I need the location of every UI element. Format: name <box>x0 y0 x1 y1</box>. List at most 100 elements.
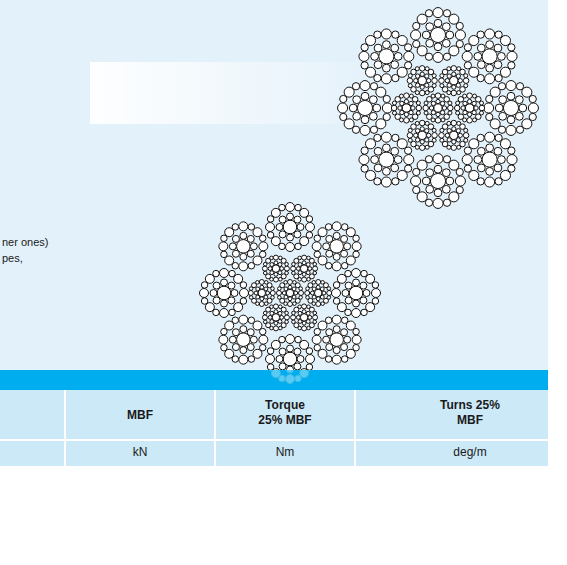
wire <box>254 291 258 295</box>
wire <box>447 67 451 71</box>
wire <box>432 128 436 132</box>
wire <box>391 44 399 52</box>
wire <box>274 261 278 265</box>
wire <box>240 232 247 239</box>
wire <box>477 31 484 38</box>
wire <box>479 105 485 111</box>
wire <box>451 145 457 151</box>
wire <box>287 345 294 352</box>
wire <box>298 320 302 324</box>
wire <box>458 79 462 83</box>
wire <box>485 177 495 187</box>
wire <box>429 106 433 110</box>
wire <box>288 302 293 307</box>
wire <box>431 94 435 98</box>
wire <box>447 121 451 125</box>
body-text: ner ones) <box>2 236 48 250</box>
wire <box>341 356 348 363</box>
wire <box>332 262 341 271</box>
wire <box>273 304 278 309</box>
wire <box>313 266 318 271</box>
wire <box>326 329 333 336</box>
body-text: pes, <box>2 252 23 266</box>
wire <box>284 315 289 320</box>
wire <box>452 127 456 131</box>
wire <box>433 198 443 208</box>
wire <box>506 81 516 91</box>
wire <box>382 41 390 49</box>
wire <box>425 74 429 78</box>
wire <box>508 44 515 51</box>
wire <box>306 348 313 355</box>
panel-ground <box>0 0 548 370</box>
wire <box>408 138 412 142</box>
wire <box>267 370 274 371</box>
wire <box>413 40 420 47</box>
wire <box>451 90 457 96</box>
wire <box>433 52 443 62</box>
wire <box>341 262 348 269</box>
wire <box>353 235 360 242</box>
wire <box>486 144 494 152</box>
wire <box>286 375 295 384</box>
wire <box>440 84 444 88</box>
wire <box>440 101 444 105</box>
wire <box>259 335 268 344</box>
wire <box>267 232 274 239</box>
wire <box>229 243 236 250</box>
wire <box>327 291 332 296</box>
wire <box>392 111 396 115</box>
wire <box>499 112 507 120</box>
wire <box>474 106 478 110</box>
wire <box>338 103 348 113</box>
wire <box>296 267 300 271</box>
wire <box>240 289 249 298</box>
wire <box>259 235 266 242</box>
wire <box>419 145 425 151</box>
wire <box>306 216 313 223</box>
wire <box>394 156 402 164</box>
wire <box>415 138 419 142</box>
wire <box>394 52 402 60</box>
wire <box>464 165 471 172</box>
wire <box>285 311 289 315</box>
wire <box>306 271 310 275</box>
wire <box>456 74 460 78</box>
wire <box>433 154 443 164</box>
wire <box>467 112 471 116</box>
wire <box>274 321 278 325</box>
wire <box>494 147 502 155</box>
wire <box>472 110 476 114</box>
wire <box>239 355 248 364</box>
wire <box>451 120 457 126</box>
wire <box>443 53 450 60</box>
wire <box>425 138 429 142</box>
wire <box>332 355 341 364</box>
wire <box>426 23 434 31</box>
wire <box>266 291 270 295</box>
wire <box>220 309 229 318</box>
wire <box>372 282 379 289</box>
wire <box>232 250 239 257</box>
wire <box>425 83 429 87</box>
wire <box>306 311 310 315</box>
wire <box>422 31 430 39</box>
wire <box>463 133 469 139</box>
wire <box>294 231 301 238</box>
wire <box>302 277 307 282</box>
wire <box>314 251 321 258</box>
wire <box>345 282 352 289</box>
wire <box>409 101 413 105</box>
gradient-bar <box>90 62 390 124</box>
wire <box>279 348 286 355</box>
wire <box>312 281 316 285</box>
wire <box>342 290 349 297</box>
wire <box>344 336 351 343</box>
wire <box>495 178 502 185</box>
wire <box>316 302 321 307</box>
wire <box>434 43 442 51</box>
wire <box>486 167 494 175</box>
wire <box>286 203 295 212</box>
wire <box>467 99 471 103</box>
wire <box>416 101 420 105</box>
